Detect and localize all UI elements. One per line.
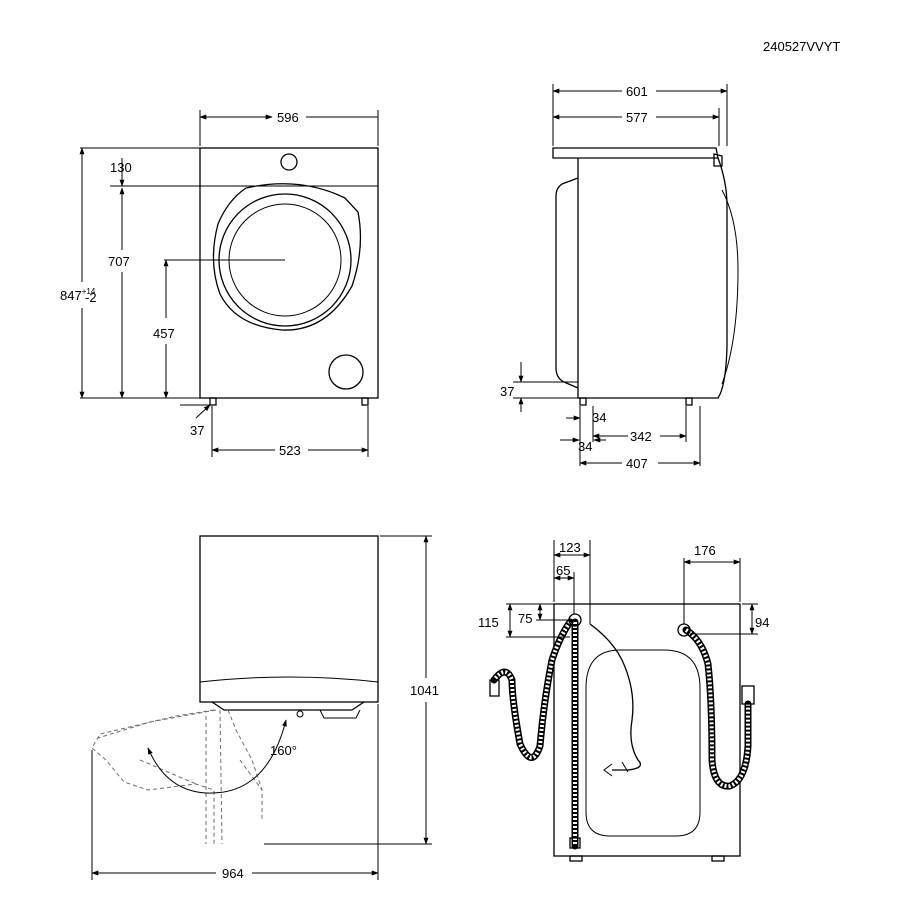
height-tolerance-minus: -2 [85,290,97,305]
door-angle-label: 160° [270,743,297,758]
drain-top-y-label: 115 [478,615,499,630]
top-cabinet [199,535,379,703]
door-swing-arc [147,719,287,794]
rear-view: 123 65 115 75 176 94 [478,540,769,862]
door-open-depth-label: 1041 [410,683,439,698]
foot-spacing-label: 342 [630,429,652,444]
inlet-hose [682,626,752,790]
front-view: 596 130 707 847+14 -2 457 37 523 [60,110,379,458]
power-cord [589,623,642,771]
side-body [577,157,728,399]
rear-panel [585,649,701,837]
side-depth-total-label: 601 [626,84,648,99]
foot-depth-label: 34 [578,439,592,454]
top-view: 160° 1041 964 [91,535,439,881]
front-foot-inset-label: 34 [592,410,606,425]
side-foot-height-label: 37 [500,384,514,399]
side-top-panel [552,147,719,159]
door-open-width-label: 964 [222,866,244,881]
front-cabinet [199,147,379,399]
rear-cabinet [553,603,741,857]
open-door-outline [91,709,215,844]
side-door-bulge [555,177,579,389]
floor-to-door-label: 707 [108,254,130,269]
program-knob [280,153,298,171]
top-to-door-label: 130 [110,160,132,175]
side-view: 601 577 37 34 342 34 407 [500,84,739,471]
height-label: 847+14 [60,287,96,303]
drain-offset-x-label: 123 [559,540,581,555]
foot-span-label: 523 [279,443,301,458]
inlet-top-y-label: 94 [755,615,769,630]
drain-inner-y-label: 75 [518,611,532,626]
front-width-label: 596 [277,110,299,125]
model-code: 240527VVYT [763,39,840,54]
foot-offset-label: 37 [190,423,204,438]
service-hatch [328,354,364,390]
inlet-offset-x-label: 176 [694,543,716,558]
door-outer-ring [212,183,362,331]
drain-inner-x-label: 65 [556,563,570,578]
side-knob [713,153,723,167]
overall-foot-depth-label: 407 [626,456,648,471]
side-depth-body-label: 577 [626,110,648,125]
door-height-label: 457 [153,326,175,341]
